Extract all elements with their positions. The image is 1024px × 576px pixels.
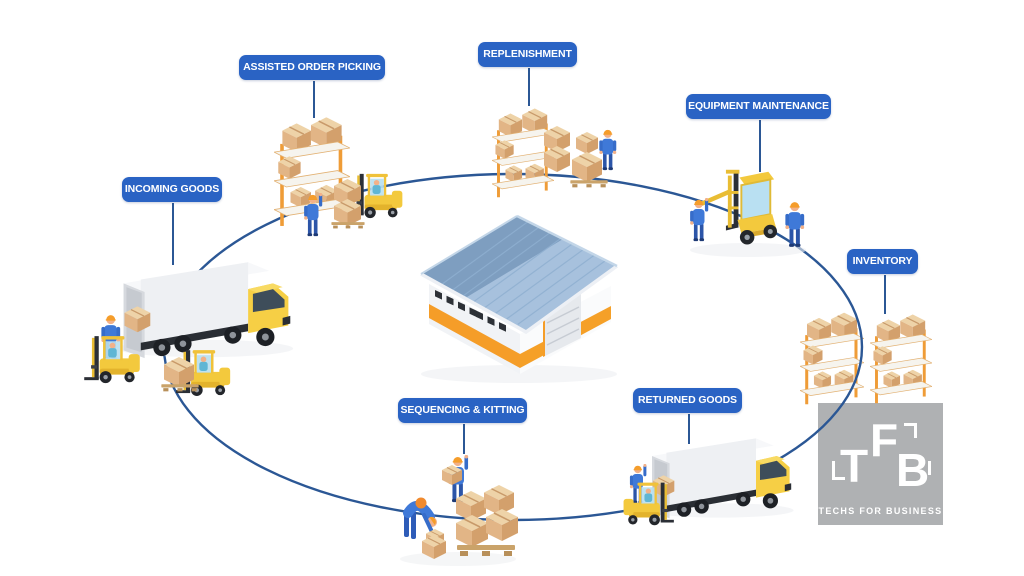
station-label-replenishment: REPLENISHMENT: [478, 42, 577, 67]
ground-shadow: [400, 552, 516, 566]
box-stack: [544, 126, 608, 188]
station-label-sequencing-kitting: SEQUENCING & KITTING: [398, 398, 527, 423]
bending-worker: [403, 497, 444, 547]
returned-goods-illustration: [623, 418, 803, 526]
label-connector: [688, 414, 690, 444]
forklift: [623, 482, 674, 526]
hoist-beam: [700, 189, 732, 206]
logo-accent-shape: [832, 461, 845, 480]
logo-letter-f: F: [870, 414, 899, 466]
logo-card: T F B TECHS FOR BUSINESS: [818, 403, 943, 525]
delivery-truck: [117, 262, 293, 358]
station-label-inventory: INVENTORY: [847, 249, 918, 274]
maintenance-worker: [785, 202, 805, 247]
box-pallet-stack: [456, 485, 518, 556]
label-connector: [884, 275, 886, 314]
forklift: [724, 168, 778, 245]
logo-accent-shape: [922, 461, 931, 475]
sequencing-kitting-illustration: [400, 455, 518, 566]
logo-tagline: TECHS FOR BUSINESS: [818, 506, 943, 516]
ground-shadow: [421, 365, 617, 383]
label-connector: [313, 81, 315, 118]
equipment-maintenance-illustration: [690, 168, 806, 257]
logo-letter-t: T: [840, 440, 869, 492]
warehouse-building-illustration: [420, 214, 619, 383]
label-connector: [759, 120, 761, 172]
station-label-assisted-order-picking: ASSISTED ORDER PICKING: [239, 55, 385, 80]
assisted-order-picking-illustration: [268, 103, 403, 237]
station-label-equipment-maintenance: EQUIPMENT MAINTENANCE: [686, 94, 831, 119]
maintenance-worker: [690, 198, 709, 242]
ground-shadow: [690, 243, 806, 257]
logo-letter-b: B: [896, 444, 930, 496]
label-connector: [528, 68, 530, 106]
station-label-returned-goods: RETURNED GOODS: [633, 388, 742, 413]
label-connector: [172, 203, 174, 265]
forklift: [331, 173, 403, 229]
station-label-incoming-goods: INCOMING GOODS: [122, 177, 222, 202]
incoming-goods-illustration: [84, 243, 318, 396]
label-connector: [463, 424, 465, 454]
warehouse-roof: [420, 214, 619, 335]
delivery-truck: [646, 438, 793, 518]
logo-accent-shape: [904, 423, 917, 438]
forklift: [161, 350, 231, 396]
replenishment-illustration: [486, 98, 617, 200]
